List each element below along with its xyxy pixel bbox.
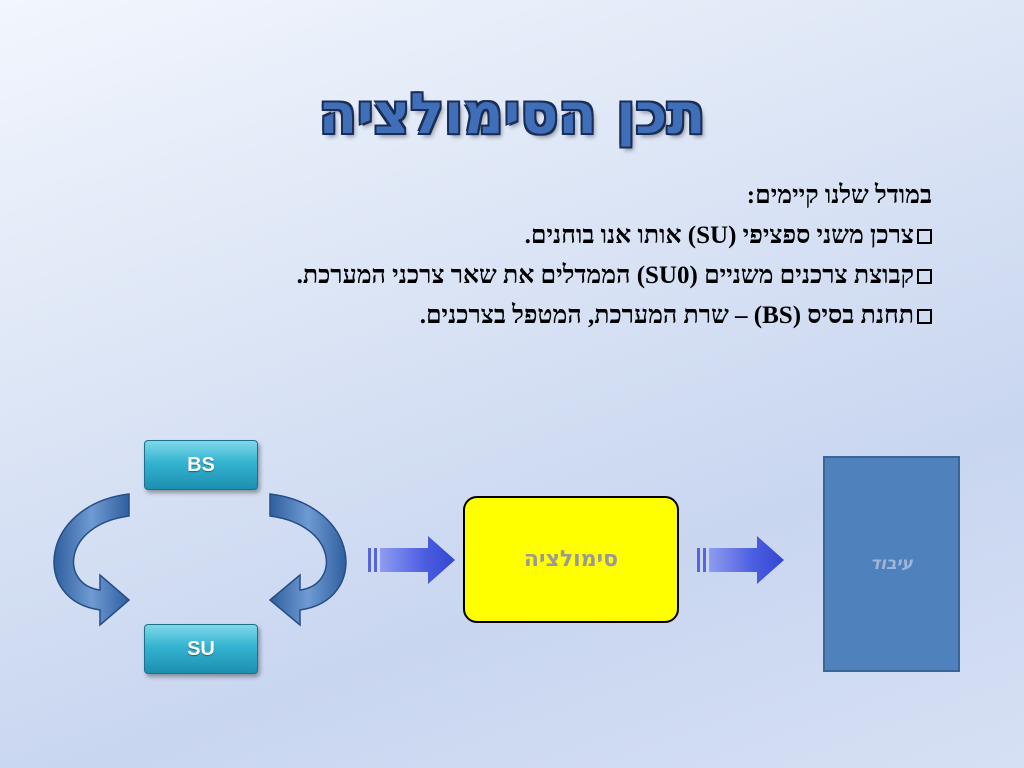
left-curved-arrow-icon bbox=[53, 493, 131, 627]
bullet-su0: קבוצת צרכנים משניים (SU0) הממדלים את שאר… bbox=[92, 256, 932, 296]
bullet-su0-text: קבוצת צרכנים משניים (SU0) הממדלים את שאר… bbox=[296, 262, 914, 289]
bullet-su: צרכן משני ספציפי (SU) אותו אנו בוחנים. bbox=[92, 216, 932, 256]
checkbox-bullet-icon bbox=[917, 269, 932, 284]
processing-box: עיבוד bbox=[823, 456, 960, 672]
block-arrow-to-processing-icon bbox=[697, 536, 784, 584]
bullet-bs: תחנת בסיס (BS) – שרת המערכת, המטפל בצרכנ… bbox=[92, 296, 932, 336]
checkbox-bullet-icon bbox=[917, 229, 932, 244]
checkbox-bullet-icon bbox=[917, 309, 932, 324]
intro-line: במודל שלנו קיימים: bbox=[746, 182, 932, 209]
right-curved-arrow-icon bbox=[268, 493, 347, 627]
slide-title: תכן הסימולציה bbox=[318, 82, 706, 147]
body-text: במודל שלנו קיימים: צרכן משני ספציפי (SU)… bbox=[92, 176, 932, 336]
simulation-box: סימולציה bbox=[463, 496, 679, 623]
bullet-bs-text: תחנת בסיס (BS) – שרת המערכת, המטפל בצרכנ… bbox=[419, 302, 914, 329]
bs-node: BS bbox=[144, 440, 258, 490]
bullet-su-text: צרכן משני ספציפי (SU) אותו אנו בוחנים. bbox=[524, 222, 914, 249]
su-node: SU bbox=[144, 624, 258, 674]
block-arrow-to-simulation-icon bbox=[368, 536, 455, 584]
